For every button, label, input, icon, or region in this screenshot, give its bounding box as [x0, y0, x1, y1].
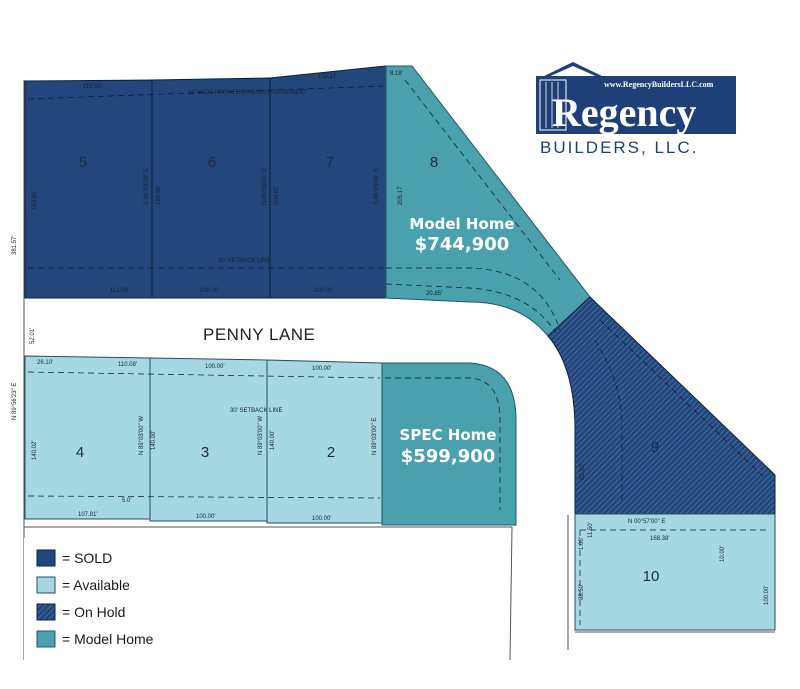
dim-lot4-top: 26.10': [37, 360, 53, 366]
dim-lot8-depth: 205.17': [398, 186, 404, 206]
dim-lot6-bearing: S 89°03'00" E: [144, 168, 150, 205]
logo-name: Regency: [552, 90, 696, 135]
dim-easement: 10' WIDE PRIVATE DRAINAGE EASEMENT: [188, 90, 308, 96]
dim-lot9-front: 82.50': [580, 464, 586, 480]
survey-dimensions: 115.50' 100.17' 8.18' 10' WIDE PRIVATE D…: [12, 71, 770, 605]
legend-label-model-home: = Model Home: [62, 631, 154, 647]
dim-lot10-side: 100.00': [764, 586, 770, 606]
lot-5-number: 5: [79, 154, 87, 171]
dim-lot3-bearing: N 89°03'00" W: [139, 416, 145, 455]
dim-lot4-depth: 140.02': [32, 441, 38, 461]
logo-roof-icon: [540, 62, 606, 78]
lot-2[interactable]: [266, 359, 383, 524]
lot-9[interactable]: [547, 296, 776, 515]
spec-home-title: SPEC Home: [400, 426, 497, 444]
lot-4[interactable]: [24, 355, 151, 520]
lot-7[interactable]: [269, 65, 387, 299]
dim-lot7-front: 100.00': [314, 288, 334, 294]
legend-swatch-sold: [36, 549, 56, 567]
dim-lot2-top: 100.00': [205, 364, 225, 370]
dim-lot3-depth: 140.00': [151, 431, 157, 451]
dim-lot8-top: 8.18': [390, 71, 403, 77]
lot-8-number: 8: [430, 154, 438, 171]
dim-west-bearing: N 89°56'23" E: [12, 383, 18, 420]
legend: = SOLD = Available = On Hold = Model Hom…: [24, 538, 174, 660]
dim-side-setback: 5.0': [122, 498, 132, 504]
dim-setback-north: 30' SETBACK LINE: [218, 258, 271, 264]
north-lots: [24, 65, 776, 631]
legend-swatch-on-hold: [36, 603, 56, 621]
dim-lot3-bottom: 100.00': [196, 514, 216, 520]
lot-3[interactable]: [149, 357, 268, 522]
dim-lot5-front: 112.00': [110, 288, 129, 294]
regency-logo: www.RegencyBuildersLLC.com Regency BUILD…: [536, 62, 736, 157]
setback-lines: [27, 79, 770, 625]
spec-home-callout: SPEC Home $599,900: [400, 426, 497, 467]
dim-lot8-front: 20.85': [426, 291, 442, 297]
legend-label-available: = Available: [62, 577, 130, 593]
dim-lot2-bearing: N 89°03'00" W: [258, 416, 264, 455]
dim-lot7-top: 100.17': [318, 74, 338, 80]
lot-6-number: 6: [208, 154, 216, 171]
dim-spec-bearing: N 89°03'00" E: [372, 418, 378, 455]
model-home-title: Model Home: [409, 215, 514, 233]
south-lots: [24, 355, 517, 526]
dim-lot7-bearing: N 89°03'00" E: [262, 168, 268, 205]
legend-swatch-available: [36, 576, 56, 594]
legend-swatch-model-home: [36, 630, 56, 648]
model-home-price: $744,900: [415, 234, 510, 255]
lot-spec[interactable]: [381, 362, 517, 526]
dim-lot10-depth: 88.50': [579, 584, 585, 600]
dim-lot4-bottom: 107.81': [78, 512, 98, 518]
spec-home-price: $599,900: [401, 446, 496, 467]
dim-setback-south: 30' SETBACK LINE: [230, 408, 283, 414]
dim-lot8-bearing: S 89°03'00" E: [374, 168, 380, 205]
logo-banner: [536, 76, 736, 134]
lot-4-number: 4: [76, 444, 84, 461]
street-name: PENNY LANE: [203, 325, 315, 344]
dim-lot1-top: 100.00': [312, 366, 332, 372]
dim-lot10-small2: 11.50': [588, 522, 594, 538]
dim-lot3-top: 110.08': [118, 362, 137, 368]
lot-9-number: 9: [651, 439, 659, 456]
model-home-callout: Model Home $744,900: [409, 215, 514, 255]
dim-lot7-depth: 200.82': [274, 186, 280, 206]
lot-10-number: 10: [643, 568, 660, 585]
lot-10[interactable]: [574, 513, 776, 631]
dim-lot2-bottom: 100.00': [312, 516, 332, 522]
dim-rear-yard: 10.00': [720, 546, 726, 562]
lot-6[interactable]: [151, 77, 271, 299]
dim-row-width: 52.01': [30, 328, 36, 344]
legend-label-sold: = SOLD: [62, 550, 112, 566]
dim-west-line: 381.57': [12, 236, 18, 256]
dim-lot5-top: 115.50': [83, 84, 102, 90]
legend-label-on-hold: = On Hold: [62, 604, 125, 620]
lot-3-number: 3: [201, 444, 209, 461]
lot-7-number: 7: [326, 154, 334, 171]
dim-lot10-bearing: N 00°57'00" E: [628, 519, 665, 525]
logo-url: www.RegencyBuildersLLC.com: [604, 80, 714, 89]
dim-lot5-depth: 153.50': [32, 191, 38, 211]
dim-lot6-front: 100.00': [200, 288, 220, 294]
lot-5[interactable]: [24, 79, 153, 299]
dim-lot2-depth: 140.00': [270, 431, 276, 451]
dim-lot10-width: 168.38': [650, 536, 670, 542]
lot-number-labels: 5 6 7 8 9 10 2 3 4: [76, 154, 660, 585]
dim-lot10-small: 1.00': [579, 537, 585, 550]
logo-subtitle: BUILDERS, LLC.: [540, 138, 698, 157]
lot-2-number: 2: [327, 444, 335, 461]
dim-lot6-depth: 198.38': [156, 186, 162, 206]
